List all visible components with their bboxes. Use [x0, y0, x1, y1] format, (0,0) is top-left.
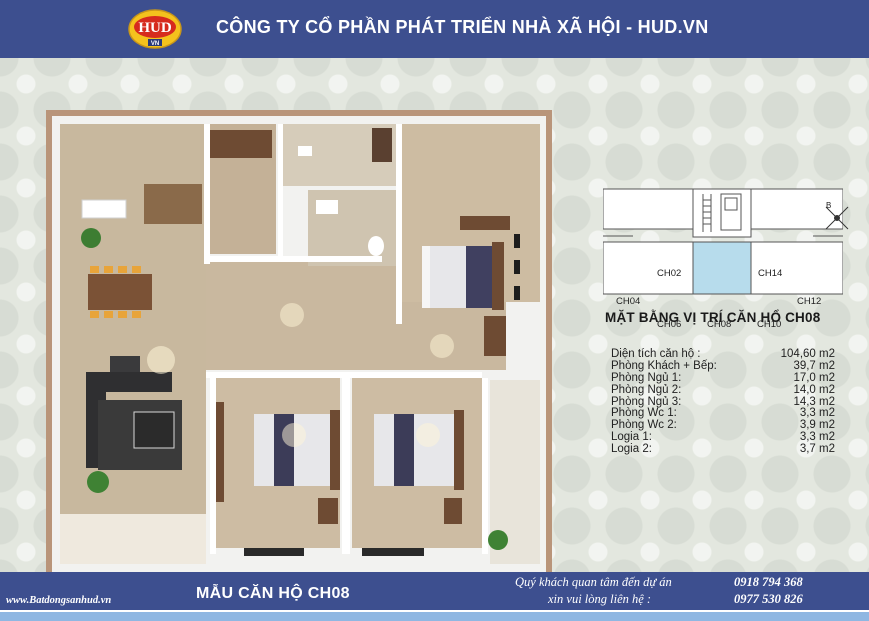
area-row: Diện tích căn hộ : 104,60 m2 [611, 348, 835, 361]
plan-title: MẶT BẰNG VỊ TRÍ CĂN HỔ CH08 [605, 310, 821, 325]
footer-bar: www.Batdongsanhud.vn MẪU CĂN HỘ CH08 Quý… [0, 572, 869, 610]
unit-label-ch12: CH12 [797, 296, 822, 307]
area-table: Diện tích căn hộ : 104,60 m2 Phòng Khách … [611, 348, 835, 456]
company-title: CÔNG TY CỔ PHẦN PHÁT TRIỂN NHÀ XÃ HỘI - … [216, 17, 709, 37]
unit-label-ch08: CH08 [707, 319, 732, 330]
header-bar: HUD VN CÔNG TY CỔ PHẦN PHÁT TRIỂN NHÀ XÃ… [0, 0, 869, 58]
area-row: Phòng Ngủ 3: 14,3 m2 [611, 395, 835, 409]
model-name: MẪU CĂN HỘ CH08 [196, 585, 350, 602]
area-label: Phòng Wc 1: [611, 407, 677, 420]
area-row: Phòng Wc 2: 3,9 m2 [611, 419, 835, 432]
area-value: 14,0 m2 [793, 383, 835, 396]
area-value: 104,60 m2 [780, 348, 835, 360]
area-value: 14,3 m2 [793, 395, 835, 408]
website-link[interactable]: www.Batdongsanhud.vn [6, 595, 112, 606]
area-row: Phòng Wc 1: 3,3 m2 [611, 408, 835, 420]
phone-number-2[interactable]: 0977 530 826 [734, 592, 803, 606]
area-value: 3,3 m2 [799, 431, 835, 444]
unit-label-ch14: CH14 [758, 268, 783, 279]
area-label: Logia 1: [611, 431, 652, 444]
hud-logo: HUD VN [128, 9, 182, 49]
area-row: Logia 1: 3,3 m2 [611, 431, 835, 444]
main-panel: CH02 CH14 CH04 CH12 CH06 CH08 CH10 B MẶT… [0, 58, 869, 572]
area-label: Phòng Khách + Bếp: [611, 359, 717, 372]
unit-label-ch04: CH04 [616, 296, 641, 307]
unit-label-ch10: CH10 [757, 319, 782, 330]
logo-subtext: VN [151, 41, 159, 47]
area-row: Phòng Ngủ 2: 14,0 m2 [611, 383, 835, 397]
area-row: Phòng Khách + Bếp: 39,7 m2 [611, 359, 835, 373]
phone-number-1[interactable]: 0918 794 368 [734, 575, 803, 589]
footer-band [0, 610, 869, 621]
unit-key-plan: CH02 CH14 CH04 CH12 CH06 CH08 CH10 [603, 186, 843, 330]
area-row: Logia 2: 3,7 m2 [611, 443, 835, 456]
contact-text-line2: xin vui lòng liên hệ : [548, 592, 652, 606]
compass-label: B [826, 201, 831, 210]
area-label: Phòng Ngủ 3: [611, 395, 682, 408]
compass-icon: B [825, 201, 849, 230]
area-value: 3,9 m2 [799, 419, 835, 432]
area-label: Logia 2: [611, 443, 652, 456]
contact-text-line1: Quý khách quan tâm đến dự án [515, 575, 672, 589]
logo-text: HUD [138, 20, 172, 36]
unit-label-ch06: CH06 [657, 319, 682, 330]
area-row: Phòng Ngủ 1: 17,0 m2 [611, 371, 835, 385]
area-label: Phòng Ngủ 1: [611, 371, 682, 384]
area-label: Phòng Ngủ 2: [611, 383, 682, 396]
area-value: 3,7 m2 [799, 443, 835, 456]
area-value: 3,3 m2 [799, 407, 835, 420]
area-value: 17,0 m2 [793, 371, 835, 384]
apartment-floorplan [46, 110, 552, 572]
area-value: 39,7 m2 [793, 359, 835, 372]
area-label: Diện tích căn hộ : [611, 348, 701, 360]
area-label: Phòng Wc 2: [611, 419, 677, 432]
unit-label-ch02: CH02 [657, 268, 682, 279]
